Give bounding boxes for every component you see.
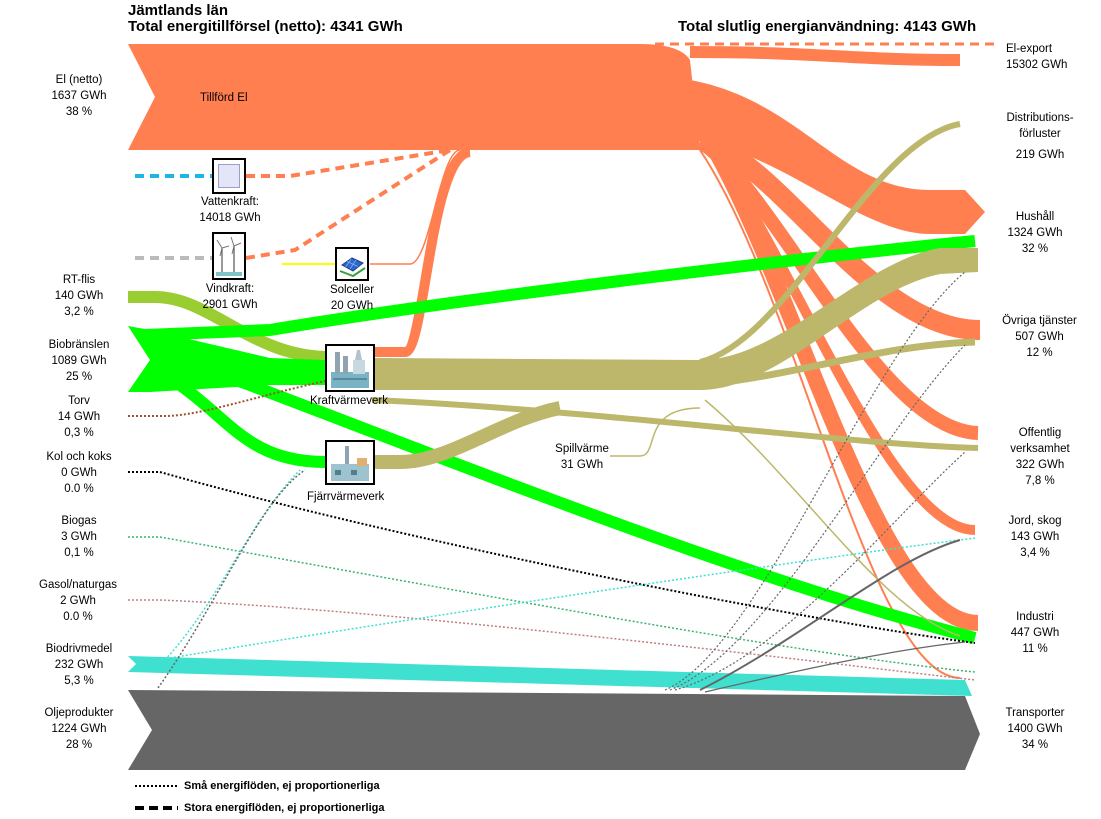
flow-el-industri bbox=[708, 146, 979, 631]
flow-oil-dh bbox=[157, 469, 306, 689]
flow-bio-industri bbox=[148, 344, 977, 644]
flow-oljeprodukter-transporter bbox=[128, 690, 980, 770]
flow-oil-ovriga bbox=[669, 344, 966, 691]
legend-small-label: Små energiflöden, ej proportionerliga bbox=[184, 780, 380, 792]
flow-hydro-el bbox=[246, 148, 451, 178]
hydro-plant-icon bbox=[212, 158, 246, 194]
use-title: Total slutlig energianvändning: 4143 GWh bbox=[678, 18, 977, 35]
flow-wind-el bbox=[245, 148, 452, 260]
district-heating-plant-icon bbox=[325, 440, 375, 485]
chp-plant-icon bbox=[325, 344, 375, 392]
flow-el-netto bbox=[128, 44, 700, 150]
wind-turbine-icon bbox=[212, 232, 246, 280]
solar-panel-icon bbox=[335, 247, 369, 281]
flow-el-transporter bbox=[699, 149, 961, 679]
flow-el-distributionsforluster bbox=[689, 46, 961, 66]
flow-bio-hushall bbox=[144, 235, 976, 341]
use-value: 4143 GWh bbox=[903, 18, 977, 35]
region-title: Jämtlands län bbox=[128, 2, 229, 19]
flow-biodriv-jord bbox=[169, 537, 976, 659]
flow-bio-dh bbox=[176, 380, 326, 468]
flow-biogas bbox=[128, 536, 976, 673]
flow-oil-jord bbox=[699, 539, 961, 691]
flow-solar-el bbox=[370, 149, 461, 265]
wind-label: Vindkraft:2901 GWh bbox=[202, 283, 258, 311]
flow-rtflis-chp bbox=[128, 291, 326, 363]
flow-chp-heat bbox=[372, 248, 978, 390]
flow-heat-offentlig bbox=[371, 397, 979, 451]
flow-oil-hushall bbox=[664, 271, 966, 691]
flow-biodriv-dh bbox=[164, 469, 301, 661]
chp-label: Kraftvärmeverk bbox=[310, 395, 388, 407]
flow-el-hushall bbox=[690, 80, 985, 234]
flow-torv bbox=[128, 379, 331, 417]
flow-dh-heat bbox=[372, 401, 562, 469]
flow-bio-main bbox=[128, 326, 325, 392]
legend-large-label: Stora energiflöden, ej proportionerliga bbox=[184, 802, 385, 814]
hydro-label: Vattenkraft:14018 GWh bbox=[199, 196, 261, 224]
flow-heat-distrib bbox=[699, 121, 961, 365]
supply-value: 4341 GWh bbox=[330, 18, 403, 35]
flow-heat-industri bbox=[704, 399, 961, 637]
flow-biodrivmedel-transporter bbox=[128, 656, 972, 696]
flow-oil-industri bbox=[704, 641, 966, 693]
flow-spillvarme bbox=[610, 407, 701, 457]
flow-gas bbox=[128, 599, 976, 681]
dh-label: Fjärrvärmeverk bbox=[307, 491, 385, 503]
flow-chp-el bbox=[372, 147, 472, 357]
flow-oil-offentlig bbox=[674, 451, 966, 691]
flow-heat-ovriga bbox=[699, 338, 976, 389]
supplied-el-label: Tillförd El bbox=[200, 92, 248, 104]
supply-title: Total energitillförsel (netto): 4341 GWh bbox=[128, 18, 403, 35]
